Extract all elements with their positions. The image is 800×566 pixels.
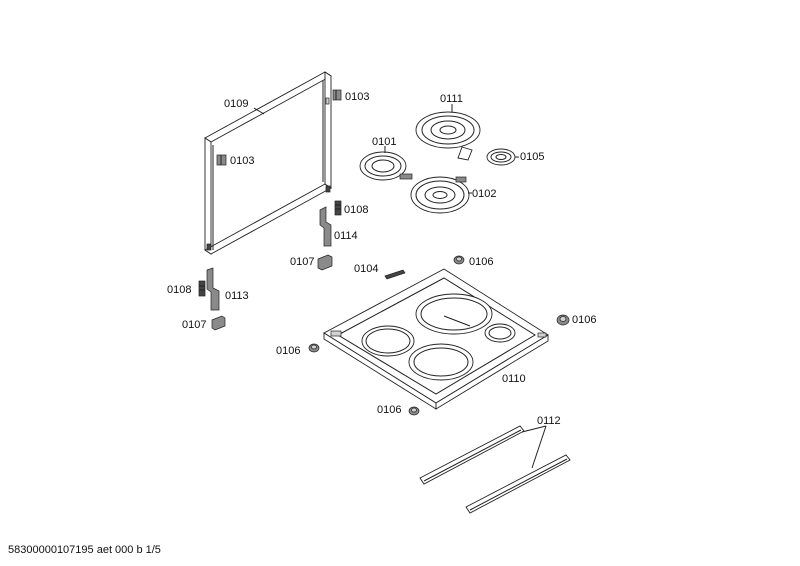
- label-knob-top: 0106: [469, 256, 493, 268]
- label-door-panel: 0109: [224, 98, 248, 110]
- label-cap-top: 0103: [345, 91, 369, 103]
- bracket-left: [211, 315, 226, 331]
- label-knob-left: 0106: [276, 345, 300, 357]
- label-hotplate-small: 0105: [520, 151, 544, 163]
- clip-right: [334, 200, 342, 216]
- label-bracket-left: 0107: [182, 319, 206, 331]
- hotplate-mid: [410, 176, 470, 214]
- label-clip-right: 0108: [344, 204, 368, 216]
- hotplate-small: [486, 148, 516, 166]
- label-cap-left: 0103: [230, 155, 254, 167]
- label-knob-right: 0106: [572, 314, 596, 326]
- cap-top: [332, 89, 342, 101]
- knob-left: [308, 343, 320, 353]
- strip: [384, 269, 406, 280]
- label-rails: 0112: [537, 415, 561, 427]
- hinge-right: [319, 206, 332, 247]
- knob-bottom: [408, 406, 420, 416]
- rails: [419, 425, 571, 514]
- label-hotplate-large: 0111: [440, 93, 463, 105]
- label-hotplate-left: 0101: [372, 136, 396, 148]
- hinge-left: [206, 267, 220, 311]
- hob-frame: [323, 268, 549, 410]
- label-hinge-right: 0114: [334, 230, 358, 242]
- label-strip: 0104: [354, 263, 378, 275]
- cap-left: [216, 154, 227, 166]
- bracket-right: [317, 254, 333, 271]
- hotplate-large: [415, 111, 481, 161]
- label-hotplate-mid: 0102: [472, 188, 496, 200]
- label-bracket-right: 0107: [290, 256, 314, 268]
- label-clip-left: 0108: [167, 284, 191, 296]
- label-knob-bottom: 0106: [377, 404, 401, 416]
- clip-left: [198, 280, 206, 297]
- door-panel: [204, 71, 332, 255]
- knob-right: [556, 314, 570, 326]
- leader-lines: [253, 104, 547, 469]
- knob-top: [453, 255, 465, 265]
- label-hob-frame: 0110: [502, 373, 526, 385]
- footer-reference: 58300000107195 aet 000 b 1/5: [8, 544, 161, 556]
- hotplate-left: [359, 151, 413, 181]
- label-hinge-left: 0113: [225, 290, 249, 302]
